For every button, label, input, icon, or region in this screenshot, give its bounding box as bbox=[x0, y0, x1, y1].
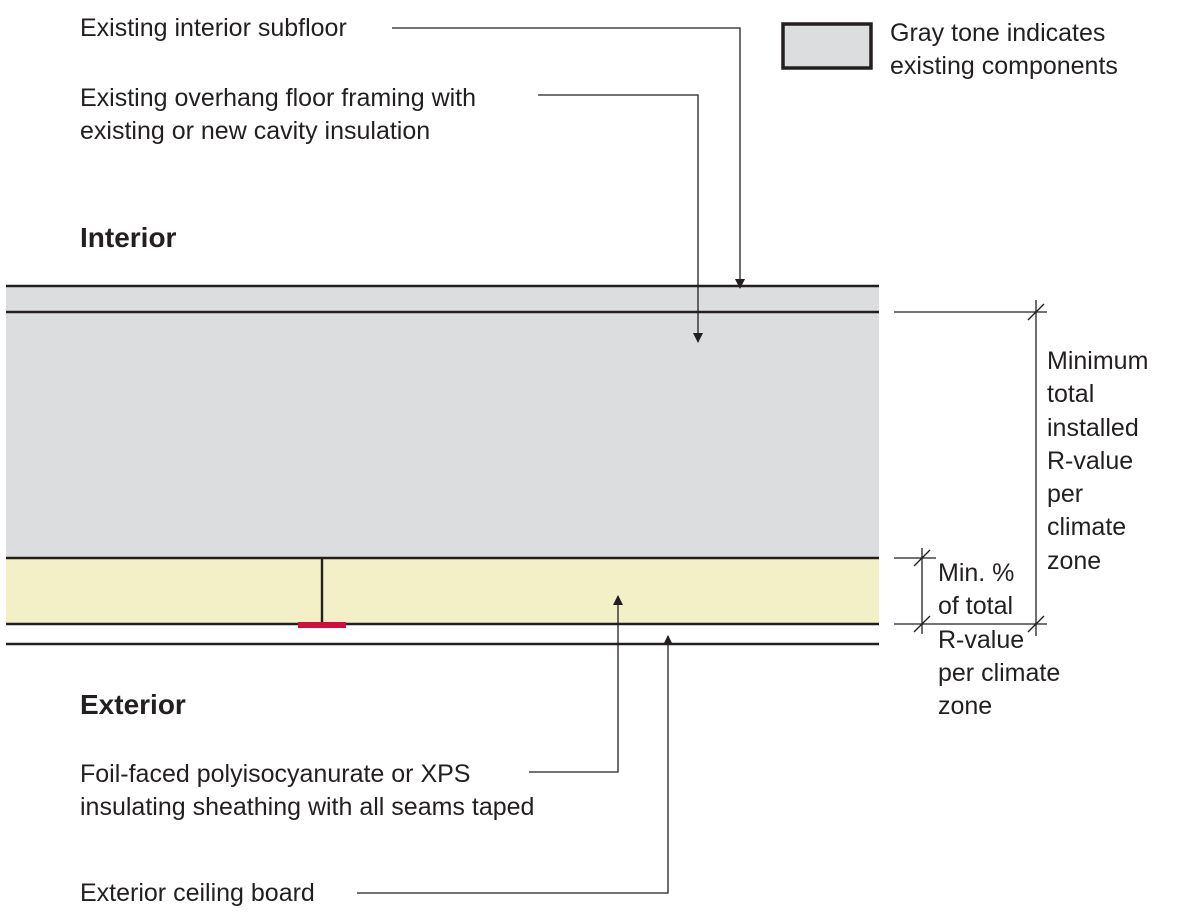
total-tick-top bbox=[1027, 303, 1045, 321]
ceiling-board-label: Exterior ceiling board bbox=[80, 879, 315, 907]
total-r-value-line: R-value bbox=[1047, 446, 1134, 475]
total-tick-bottom bbox=[1027, 615, 1045, 633]
min-percent-line: Min. % bbox=[938, 559, 1015, 587]
sheathing-label: Foil-faced polyisocyanurate or XPS insul… bbox=[80, 758, 534, 825]
total-r-value-line: Minimum bbox=[1047, 347, 1149, 375]
interior-heading: Interior bbox=[80, 222, 177, 253]
total-r-value-line: total bbox=[1047, 380, 1095, 409]
sheathing-leader-arrow bbox=[529, 595, 623, 773]
min-percent-line: zone bbox=[938, 692, 993, 721]
sheathing-label-line: Foil-faced polyisocyanurate or XPS bbox=[80, 760, 471, 788]
sheathing-label-line: insulating sheathing with all seams tape… bbox=[80, 793, 535, 822]
total-r-value-line: zone bbox=[1047, 546, 1102, 575]
subfloor-leader-arrow bbox=[392, 27, 745, 289]
exterior-heading: Exterior bbox=[80, 689, 186, 720]
total-r-value-line: climate bbox=[1047, 513, 1127, 542]
legend-swatch bbox=[781, 22, 873, 70]
rigid-insulation-layer bbox=[6, 558, 879, 624]
total-r-value-line: installed bbox=[1047, 413, 1139, 442]
subfloor-label: Existing interior subfloor bbox=[80, 14, 347, 42]
legend-text-line: existing components bbox=[890, 52, 1118, 81]
total-r-value-label: Minimum total installed R-value per clim… bbox=[1047, 345, 1148, 578]
floor-framing-layer bbox=[6, 312, 879, 558]
percent-tick-top bbox=[913, 549, 931, 567]
min-percent-line: of total bbox=[938, 592, 1014, 621]
legend-text: Gray tone indicates existing components bbox=[890, 17, 1118, 84]
subfloor-layer bbox=[6, 286, 879, 312]
ceiling-board-leader-arrow bbox=[357, 635, 673, 894]
total-r-value-line: per bbox=[1047, 480, 1084, 509]
framing-label: Existing overhang floor framing with exi… bbox=[80, 82, 476, 149]
min-percent-line: R-value bbox=[938, 625, 1025, 654]
min-percent-label: Min. % of total R-value per climate zone bbox=[938, 557, 1060, 723]
framing-leader-arrow bbox=[538, 94, 703, 343]
percent-tick-bottom bbox=[913, 615, 931, 633]
min-percent-line: per climate bbox=[938, 658, 1061, 687]
framing-label-line: existing or new cavity insulation bbox=[80, 117, 431, 146]
seam-tape bbox=[298, 622, 346, 628]
framing-label-line: Existing overhang floor framing with bbox=[80, 84, 477, 112]
legend-text-line: Gray tone indicates bbox=[890, 19, 1106, 47]
